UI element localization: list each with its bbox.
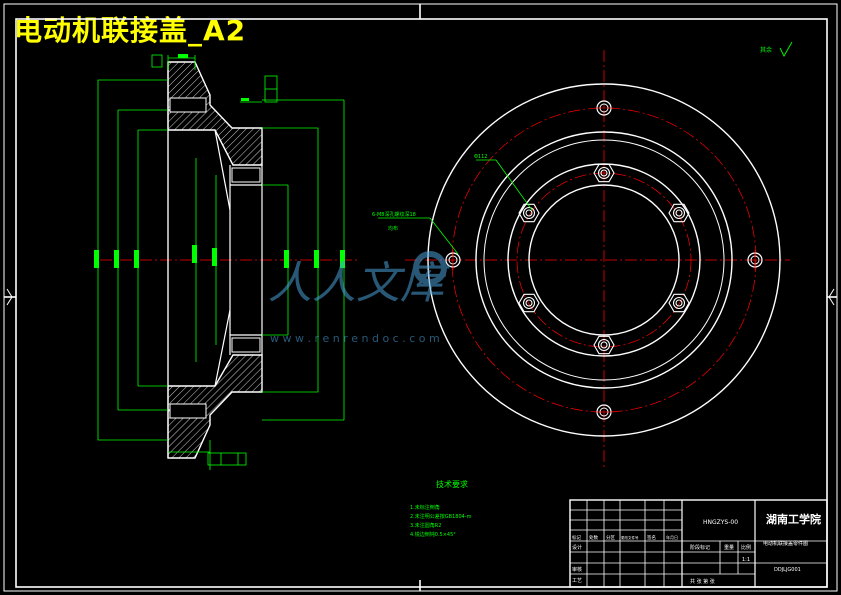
outer-circle <box>427 83 781 437</box>
label-process: 工艺 <box>572 578 582 584</box>
watermark-brand: 人人文库 <box>268 258 451 309</box>
roughness-symbol <box>779 41 793 57</box>
hole-spec-label: 6-M8深孔螺纹深18 <box>372 211 416 218</box>
section-bolt-holes <box>169 97 261 419</box>
row-label-2: 分区 <box>606 534 615 541</box>
roughness-other-label: 其余 <box>760 46 772 54</box>
bolt-circle-dim-label: Φ112 <box>474 154 487 160</box>
row-label-1: 处数 <box>589 534 598 541</box>
stage-label: 阶段标记 <box>690 544 710 551</box>
drawing-number: DDJLJG001 <box>774 567 801 573</box>
inner-bore-circle <box>528 184 680 336</box>
scale-value: 1:1 <box>742 557 750 563</box>
flange-inner-circle <box>483 139 725 381</box>
watermark-url: w w w . r e n r e n d o c . c o m <box>270 332 440 345</box>
weight-label: 重量 <box>724 544 734 551</box>
section-view <box>94 54 360 470</box>
part-code: HNGZYS-00 <box>703 519 738 526</box>
outer-bolt-holes <box>445 100 763 420</box>
hatch-flange-bottom <box>167 354 263 459</box>
label-design: 设计 <box>572 544 582 551</box>
front-view: 6-M8深孔螺纹深18 均布 Φ112 其余 <box>372 41 793 470</box>
school-name: 湖南工学院 <box>766 512 821 526</box>
row-label-5: 年月日 <box>666 534 678 540</box>
flange-circle <box>475 131 733 389</box>
tech-req-line-2: 2.未注明公差按GB1804-m <box>410 513 472 520</box>
scale-label: 比例 <box>741 544 751 551</box>
title-block: 湖南工学院 HNGZYS-00 电动机联接盖零件图 DDJLJG001 阶段标记… <box>569 499 828 588</box>
tech-req-heading: 技术要求 <box>436 479 468 489</box>
tolerance-frames <box>151 54 278 466</box>
front-leaders <box>378 159 533 255</box>
tech-req-line-3: 3.未注圆角R2 <box>410 522 441 529</box>
technical-requirements: 技术要求 1.未标注倒角 2.未注明公差按GB1804-m 3.未注圆角R2 4… <box>410 479 472 538</box>
tech-req-line-1: 1.未标注倒角 <box>410 504 440 511</box>
part-name: 电动机联接盖零件图 <box>763 540 808 547</box>
hole-spec-sub-label: 均布 <box>388 225 398 232</box>
drawing-border <box>3 3 838 592</box>
inner-bolt-holes <box>518 163 690 355</box>
watermark: 人人文库 w w w . r e n r e n d o c . c o m <box>268 251 451 345</box>
tech-req-line-4: 4.锐边倒钝0.5×45° <box>410 531 456 538</box>
hatch-flange-top <box>167 61 263 166</box>
inner-bolt-pitch-circle <box>516 172 692 348</box>
row-label-3: 更改文件号 <box>621 535 639 540</box>
sheet-count: 共 张 第 张 <box>690 578 715 585</box>
row-label-0: 标记 <box>572 534 581 541</box>
section-dimension-text <box>94 54 345 268</box>
label-review: 审核 <box>572 566 582 573</box>
row-label-4: 签名 <box>647 534 656 541</box>
